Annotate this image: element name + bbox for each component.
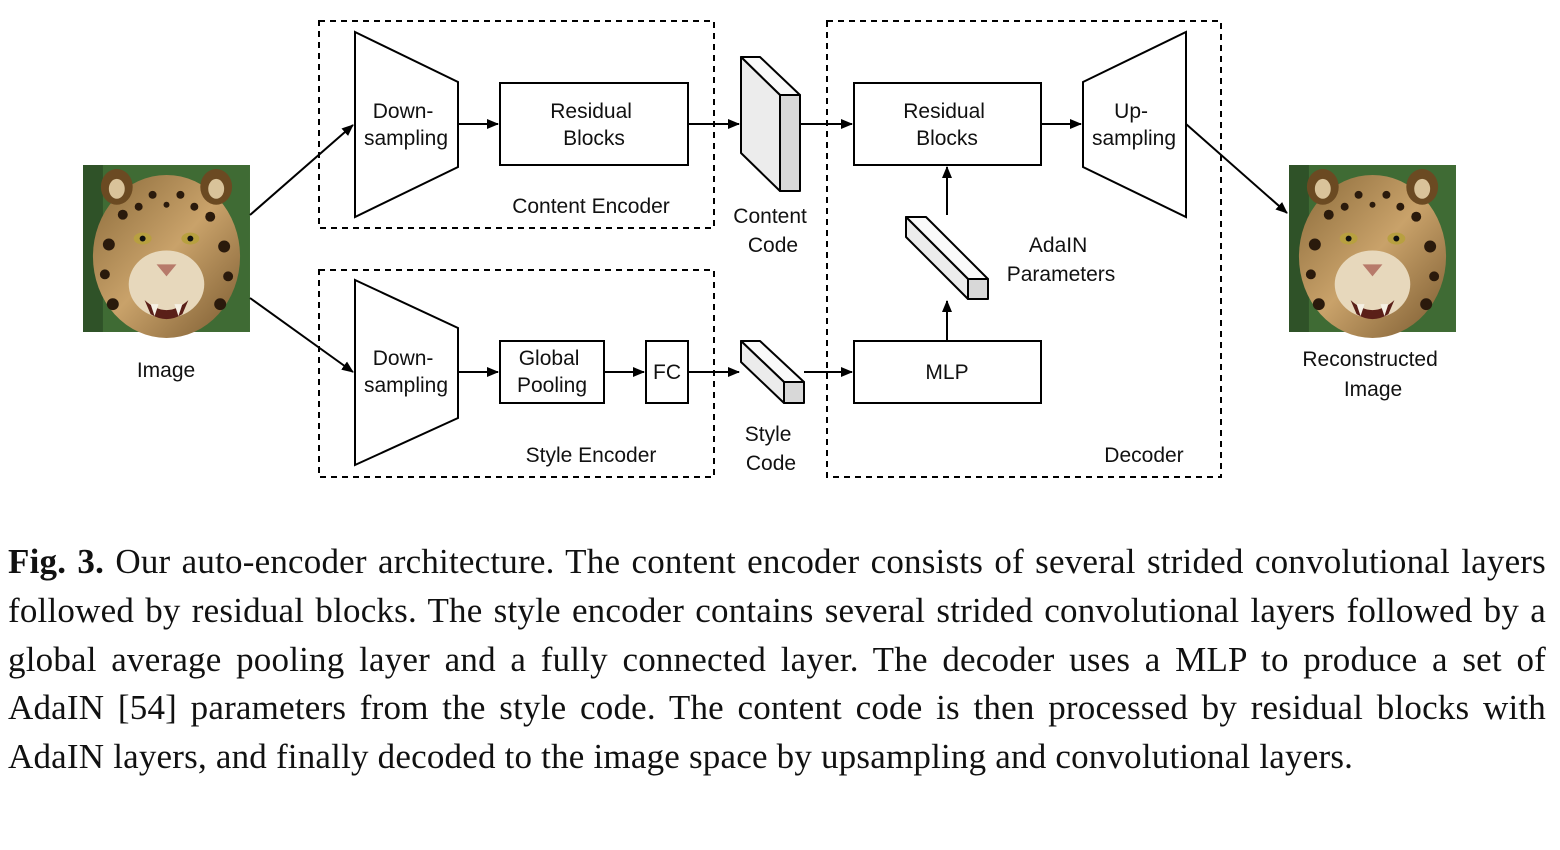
content-code-label: Content Code [733,205,812,257]
style-downsampling-trapezoid [354,278,459,467]
mlp-box [853,340,1042,404]
content-encoder-title: Content Encoder [512,195,670,218]
style-code-block [740,340,805,404]
flow-arrows [249,119,1288,377]
decoder-residual-blocks-label: Residual Blocks [903,100,991,150]
reconstructed-image [1289,165,1456,338]
decoder-residual-blocks [853,82,1042,166]
upsampling-label: Up- sampling [1092,100,1176,150]
architecture-diagram: Image Reconstructed Image Down- sampling… [83,20,1456,478]
content-downsampling-label: Down- sampling [364,100,448,150]
style-encoder-title: Style Encoder [526,444,657,467]
figure-caption-text: Our auto-encoder architecture. The conte… [8,542,1546,777]
content-code-block [740,56,801,192]
global-pooling-label: Global Pooling [517,347,587,397]
adain-parameters-label: AdaIN Parameters [1007,234,1116,286]
content-residual-blocks [499,82,689,166]
figure-caption: Fig. 3. Our auto-encoder architecture. T… [8,538,1546,782]
global-pooling-box [499,340,605,404]
arrow-image-to-content-downsampling [249,124,354,216]
decoder-frame [826,20,1222,478]
style-downsampling-label: Down- sampling [364,347,448,397]
arrow-upsampling-to-output [1185,123,1288,214]
input-image-label: Image [137,359,195,382]
arrow-image-to-style-downsampling [249,297,354,373]
fc-label: FC [653,361,681,384]
figure-caption-label: Fig. 3. [8,542,105,581]
upsampling-trapezoid [1082,30,1187,219]
decoder-title: Decoder [1104,444,1183,467]
style-encoder-frame [318,269,715,478]
reconstructed-image-label: Reconstructed Image [1302,348,1443,401]
content-residual-blocks-label: Residual Blocks [550,100,638,150]
style-code-label: Style Code [745,423,798,475]
mlp-label: MLP [925,361,968,384]
input-image [83,165,250,338]
content-downsampling-trapezoid [354,30,459,219]
adain-parameters-block [905,216,989,300]
fc-box [645,340,689,404]
